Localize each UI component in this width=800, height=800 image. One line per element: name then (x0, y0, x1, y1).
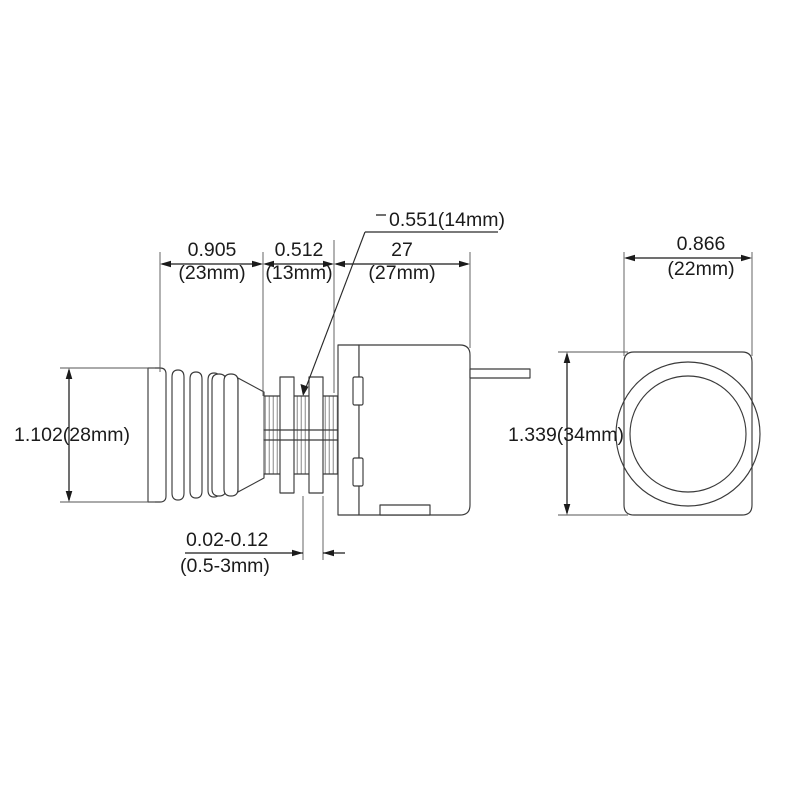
front-view-group (615, 351, 761, 516)
bezel-width-inch-label: 0.866 (677, 233, 726, 255)
switch-body (337, 344, 471, 516)
boot-rib-5 (223, 373, 239, 497)
bezel-height-arrow-top (563, 352, 571, 363)
panel-thickness-arrow-right (323, 549, 334, 557)
boot-diameter-label: 1.102(28mm) (14, 424, 130, 446)
boot-length-arrow-left (160, 260, 171, 268)
thread-leader-arrow (300, 384, 309, 396)
collar-length-arrow-left (263, 260, 274, 268)
terminal-tab-lower (379, 504, 431, 516)
bezel-height-label: 1.339(34mm) (508, 424, 624, 446)
boot-diameter-dimension: 1.102(28mm) (14, 367, 155, 503)
body-length-inch-label: 27 (391, 239, 413, 261)
thread-hatch-region (263, 395, 339, 475)
panel-thickness-arrow-left (292, 549, 303, 557)
thread-length-dimension: 0.551(14mm) (300, 209, 505, 396)
thread-leader-diagonal (304, 231, 366, 391)
body-length-dimension: 27 (27mm) (334, 239, 470, 284)
threaded-barrel (263, 395, 339, 475)
switch-body-main (358, 344, 471, 516)
bezel-height-arrow-bottom (563, 504, 571, 515)
boot-diameter-arrow-top (65, 368, 73, 379)
boot-rib-1 (171, 369, 185, 501)
bezel-height-dimension: 1.339(34mm) (508, 351, 628, 516)
switch-body-slot-lower (352, 457, 364, 487)
bezel-width-metric-label: (22mm) (667, 258, 734, 280)
boot-diameter-arrow-bottom (65, 491, 73, 502)
thread-length-label: 0.551(14mm) (389, 209, 505, 231)
side-view-group (147, 344, 531, 516)
switch-body-slot-upper (352, 376, 364, 406)
rounded-square-bezel (623, 351, 753, 516)
switch-body-flange (337, 344, 360, 516)
mounting-nut-front (279, 376, 295, 494)
boot-length-inch-label: 0.905 (188, 239, 237, 261)
boot-length-metric-label: (23mm) (178, 262, 245, 284)
terminal-tab-upper (469, 368, 531, 379)
inner-ring (629, 375, 747, 493)
panel-thickness-metric-label: (0.5-3mm) (180, 555, 270, 577)
boot-length-dimension: 0.905 (23mm) (160, 239, 263, 284)
bezel-width-arrow-left (624, 254, 635, 262)
bezel-width-dimension: 0.866 (22mm) (623, 233, 753, 356)
rubber-boot-bellows (147, 367, 239, 503)
body-length-arrow-left (334, 260, 345, 268)
body-length-metric-label: (27mm) (368, 262, 435, 284)
boot-base-cap (147, 367, 167, 503)
tapered-collar (237, 377, 265, 493)
collar-length-arrow-right (323, 260, 334, 268)
collar-length-dimension: 0.512 (13mm) (263, 239, 334, 284)
boot-rib-2 (189, 371, 203, 499)
collar-length-metric-label: (13mm) (265, 262, 332, 284)
body-length-arrow-right (459, 260, 470, 268)
bezel-width-arrow-right (741, 254, 752, 262)
collar-length-inch-label: 0.512 (275, 239, 324, 261)
panel-thickness-dimension: 0.02-0.12 (0.5-3mm) (180, 496, 345, 577)
boot-length-arrow-right (252, 260, 263, 268)
panel-thickness-inch-label: 0.02-0.12 (186, 529, 268, 551)
mounting-nut-rear (308, 376, 324, 494)
outer-ring (615, 361, 761, 507)
side-view-extension-lines (159, 240, 471, 396)
